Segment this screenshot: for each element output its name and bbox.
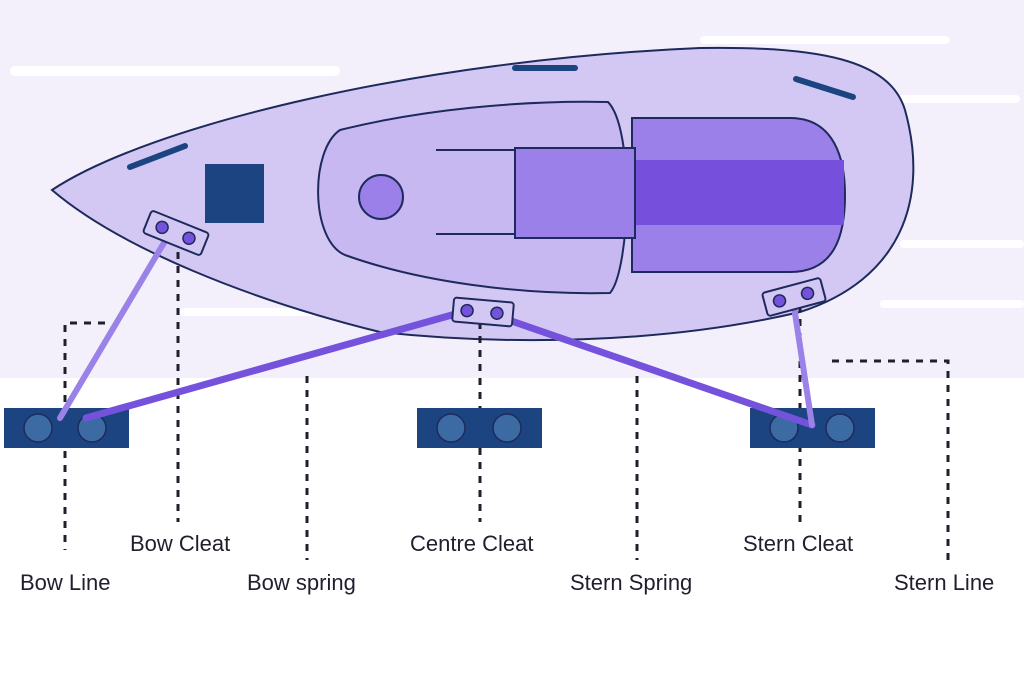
- cockpit-center-band: [632, 160, 844, 225]
- bollard-icon: [23, 413, 53, 443]
- centre-cleat: [451, 296, 515, 328]
- bollard-icon: [825, 413, 855, 443]
- bow-hatch: [205, 164, 264, 223]
- stern-cleat: [761, 277, 827, 317]
- stern-spring-line: [493, 312, 816, 429]
- cleat-horn-icon: [155, 220, 169, 235]
- stern-line-leader: [832, 359, 950, 560]
- bollard-icon: [436, 413, 466, 443]
- bow-cleat: [142, 210, 210, 256]
- cleat-horn-icon: [800, 286, 815, 301]
- bow-spring-line: [82, 307, 470, 422]
- label-centre-cleat: Centre Cleat: [410, 531, 534, 556]
- label-stern-line: Stern Line: [894, 570, 995, 595]
- deck-vents: [127, 65, 856, 170]
- cleat-horn-icon: [490, 306, 504, 320]
- bow-line: [57, 233, 171, 421]
- cleat-horn-icon: [182, 231, 196, 245]
- stern-line: [790, 297, 815, 428]
- dock-block-centre: [417, 408, 542, 448]
- mast: [358, 174, 404, 220]
- mooring-lines: [57, 233, 816, 429]
- cleat-horn-icon: [772, 294, 787, 308]
- label-stern-cleat: Stern Cleat: [743, 531, 854, 556]
- cleat-horn-icon: [460, 303, 474, 318]
- bollard-icon: [492, 413, 522, 443]
- label-bow-line: Bow Line: [20, 570, 111, 595]
- boat-hatch: [514, 147, 636, 239]
- label-bow-cleat: Bow Cleat: [130, 531, 231, 556]
- label-bow-spring: Bow spring: [247, 570, 356, 595]
- label-stern-spring: Stern Spring: [570, 570, 693, 595]
